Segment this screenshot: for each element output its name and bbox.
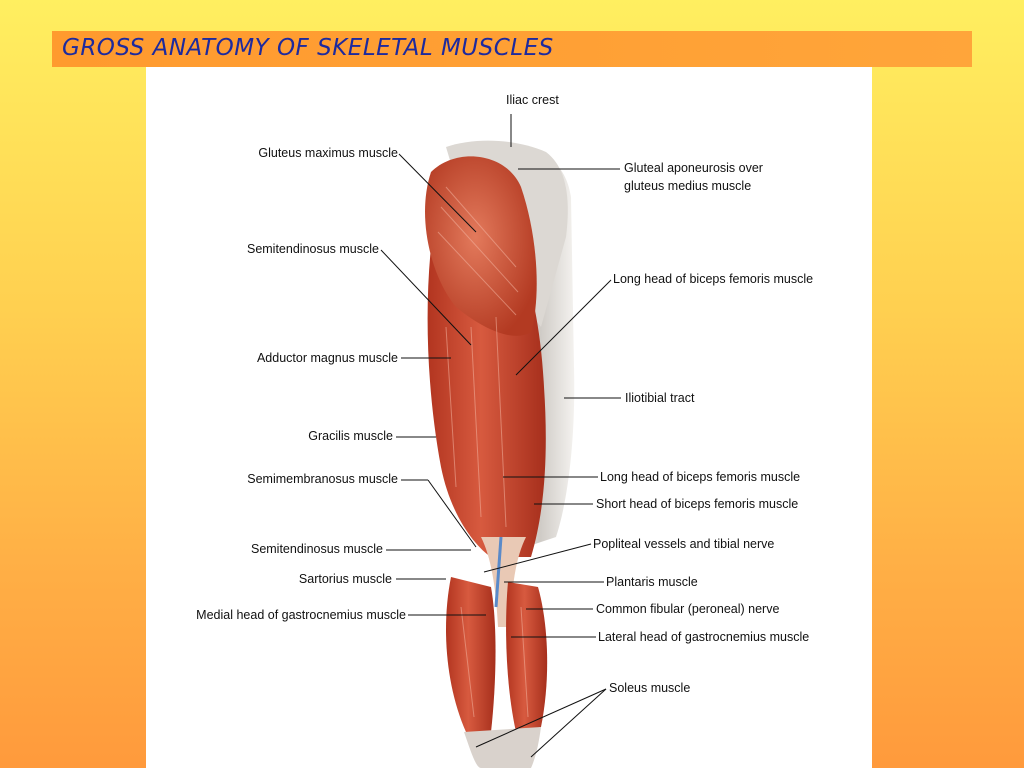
label-gracilis: Gracilis muscle — [308, 429, 393, 443]
label-gluteal-aponeurosis-1: Gluteal aponeurosis over — [624, 161, 763, 175]
label-iliotibial-tract: Iliotibial tract — [625, 391, 695, 405]
label-plantaris: Plantaris muscle — [606, 575, 698, 589]
label-semimembranosus: Semimembranosus muscle — [247, 472, 398, 486]
label-soleus: Soleus muscle — [609, 681, 691, 695]
title-bar: GROSS ANATOMY OF SKELETAL MUSCLES — [52, 31, 972, 67]
gluteus-maximus — [425, 156, 537, 336]
label-long-head-biceps-lower: Long head of biceps femoris muscle — [600, 470, 801, 484]
page-title: GROSS ANATOMY OF SKELETAL MUSCLES — [62, 35, 554, 61]
popliteal-fossa — [481, 537, 526, 627]
label-gluteus-maximus: Gluteus maximus muscle — [258, 146, 398, 160]
label-semitendinosus-lower: Semitendinosus muscle — [250, 542, 383, 556]
medial-gastrocnemius — [446, 577, 496, 732]
label-popliteal: Popliteal vessels and tibial nerve — [593, 537, 775, 551]
label-medial-gastrocnemius: Medial head of gastrocnemius muscle — [196, 608, 406, 622]
label-common-fibular: Common fibular (peroneal) nerve — [596, 602, 780, 616]
lateral-gastrocnemius — [506, 582, 548, 732]
label-adductor-magnus: Adductor magnus muscle — [256, 351, 398, 365]
label-iliac-crest: Iliac crest — [506, 93, 559, 107]
label-gluteal-aponeurosis-2: gluteus medius muscle — [624, 179, 752, 193]
label-lateral-gastrocnemius: Lateral head of gastrocnemius muscle — [598, 630, 810, 644]
soleus — [464, 727, 541, 768]
label-semitendinosus-upper: Semitendinosus muscle — [246, 242, 379, 256]
anatomy-figure: Iliac crest Gluteus maximus muscle Glute… — [146, 67, 872, 768]
leg-illustration — [380, 114, 621, 768]
label-long-head-biceps-upper: Long head of biceps femoris muscle — [613, 272, 814, 286]
label-sartorius: Sartorius muscle — [298, 572, 392, 586]
label-short-head-biceps: Short head of biceps femoris muscle — [596, 497, 799, 511]
